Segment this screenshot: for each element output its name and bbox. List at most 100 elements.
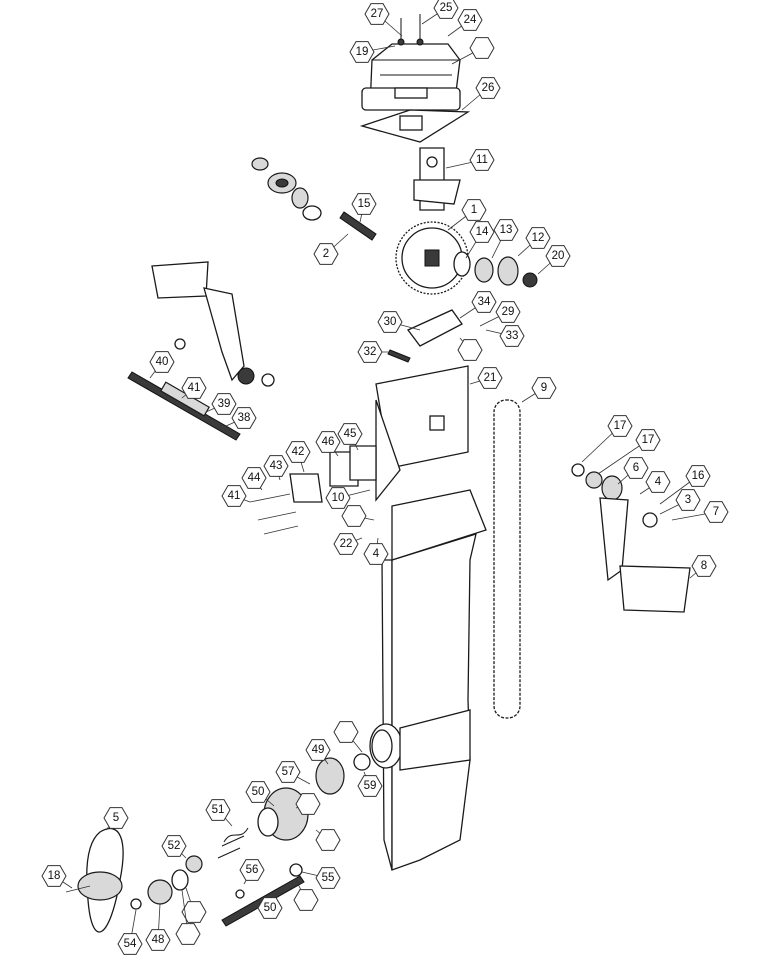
callout-number: 6 [633, 462, 639, 474]
part-callout [333, 721, 363, 753]
part-callout: 50 [257, 897, 283, 919]
part-callout: 16 [659, 465, 711, 505]
callout-hexagon [531, 377, 557, 399]
callout-hexagon [357, 775, 383, 797]
part-callout [293, 879, 319, 911]
callout-hexagon [635, 429, 661, 451]
part-callout: 13 [491, 219, 519, 259]
part-callout: 43 [263, 455, 289, 481]
part-callout: 4 [363, 537, 389, 565]
callout-number: 17 [614, 420, 627, 432]
part-callout: 57 [275, 761, 311, 785]
callout-number: 44 [248, 472, 261, 484]
part-callout: 29 [479, 301, 521, 327]
callout-number: 8 [701, 560, 707, 572]
callout-number: 57 [282, 766, 295, 778]
callout-hexagon [315, 431, 341, 453]
part-callout: 55 [301, 867, 341, 889]
callout-number: 9 [541, 382, 547, 394]
callout-hexagon [313, 243, 339, 265]
callout-hexagon [469, 37, 495, 59]
callout-number: 1 [471, 204, 477, 216]
callout-number: 11 [476, 154, 488, 166]
callout-number: 16 [692, 470, 705, 482]
callout-hexagon [349, 41, 375, 63]
part-callout [295, 793, 321, 815]
part-callout: 14 [465, 221, 495, 259]
part-callout: 30 [377, 311, 421, 333]
part-callout: 39 [205, 393, 237, 415]
part-callout: 4 [639, 471, 671, 495]
callout-hexagon [357, 341, 383, 363]
part-callout: 25 [421, 0, 459, 25]
callout-number: 54 [124, 938, 137, 950]
part-callout: 17 [581, 415, 633, 463]
part-callout: 11 [445, 149, 495, 171]
callout-hexagon [475, 77, 501, 99]
part-callout: 2 [313, 233, 349, 265]
part-callout: 12 [517, 227, 551, 257]
part-callout [175, 889, 201, 945]
part-callout: 22 [333, 533, 363, 555]
callout-hexagon [161, 835, 187, 857]
callout-number: 59 [364, 780, 377, 792]
callout-hexagon [685, 465, 711, 487]
callout-hexagon [315, 829, 341, 851]
callout-hexagon [211, 393, 237, 415]
part-callout: 21 [469, 367, 503, 389]
callout-number: 34 [478, 296, 491, 308]
callout-hexagon [263, 455, 289, 477]
callout-hexagon [364, 3, 390, 25]
callout-hexagon [295, 793, 321, 815]
part-callout: 42 [285, 441, 311, 473]
callout-number: 7 [713, 506, 719, 518]
part-callout: 7 [671, 501, 729, 523]
callout-hexagon [231, 407, 257, 429]
callout-hexagon [351, 193, 377, 215]
callout-hexagon [645, 471, 671, 493]
part-callout: 50 [245, 781, 275, 807]
callout-hexagon [607, 415, 633, 437]
part-callout: 8 [689, 555, 717, 579]
part-callout [341, 505, 375, 527]
callout-hexagon [293, 889, 319, 911]
callout-number: 50 [252, 786, 265, 798]
callout-number: 41 [228, 490, 241, 502]
callout-number: 25 [440, 2, 453, 14]
callout-number: 52 [168, 840, 181, 852]
part-callout [457, 337, 483, 361]
callout-hexagon [241, 467, 267, 489]
callout-hexagon [471, 291, 497, 313]
callout-hexagon [623, 457, 649, 479]
part-callout: 40 [149, 351, 175, 379]
callout-hexagon [315, 867, 341, 889]
callout-hexagon [703, 501, 729, 523]
callout-number: 43 [270, 460, 283, 472]
callout-number: 39 [218, 398, 231, 410]
callout-number: 50 [264, 902, 277, 914]
callout-hexagon [341, 505, 367, 527]
callout-hexagon [205, 799, 231, 821]
callout-number: 13 [500, 224, 513, 236]
part-callout: 18 [41, 865, 73, 889]
part-callout: 19 [349, 41, 396, 63]
parts-drawing [65, 14, 691, 933]
part-callout: 1 [447, 199, 487, 231]
callout-hexagon [175, 923, 201, 945]
part-callout [181, 887, 207, 923]
callout-hexagon [117, 933, 143, 955]
callout-number: 20 [552, 250, 565, 262]
callout-number: 22 [340, 538, 353, 550]
callout-hexagon [337, 423, 363, 445]
callout-number: 14 [476, 226, 489, 238]
part-callout: 27 [364, 3, 403, 37]
callout-number: 42 [292, 446, 305, 458]
part-callout: 9 [521, 377, 557, 403]
callout-number: 24 [464, 14, 477, 26]
callout-hexagon [333, 533, 359, 555]
part-callout: 6 [617, 457, 649, 485]
part-callout: 10 [325, 487, 371, 509]
part-callout: 41 [221, 485, 251, 507]
part-callout: 45 [337, 423, 363, 451]
callout-number: 15 [358, 198, 371, 210]
